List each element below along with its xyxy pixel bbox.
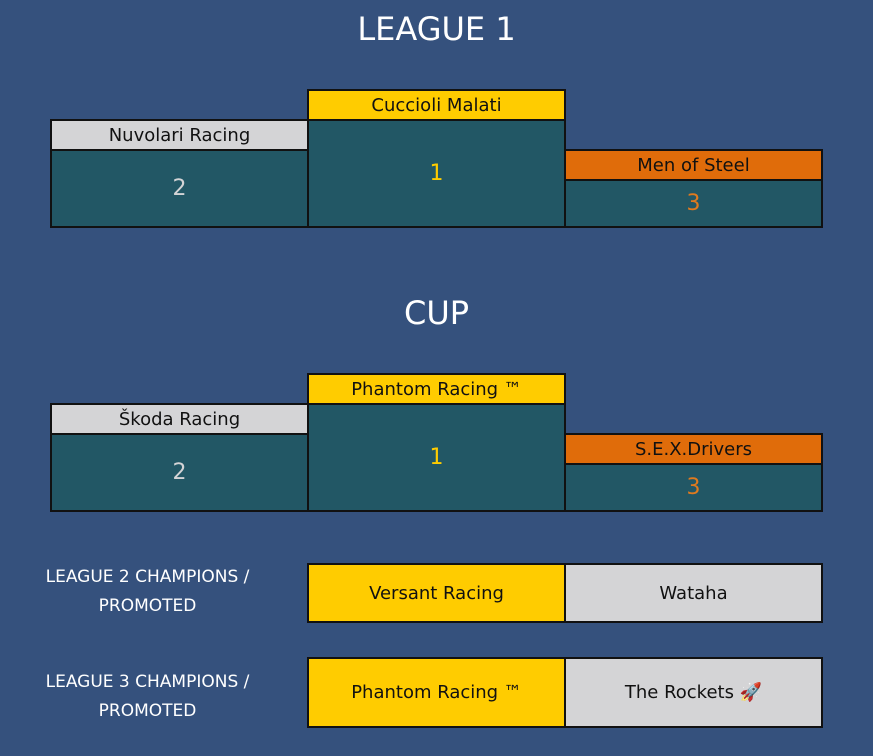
league2-label-line1: LEAGUE 2 CHAMPIONS / [45, 567, 250, 587]
league3-promoted: The Rockets 🚀 [564, 657, 823, 728]
cup-first-rank: 1 [307, 403, 566, 512]
league1-first-rank: 1 [307, 119, 566, 228]
league3-label: LEAGUE 3 CHAMPIONS / PROMOTED [20, 668, 275, 726]
cup-second-team: Škoda Racing [50, 403, 309, 435]
league2-champion: Versant Racing [307, 563, 566, 623]
cup-third-team: S.E.X.Drivers [564, 433, 823, 465]
league2-promoted: Wataha [564, 563, 823, 623]
league3-champion: Phantom Racing ™ [307, 657, 566, 728]
league1-third-rank: 3 [564, 179, 823, 228]
league2-label-line2: PROMOTED [98, 596, 197, 616]
league1-first-team: Cuccioli Malati [307, 89, 566, 121]
league1-title: LEAGUE 1 [357, 10, 516, 48]
league1-second-team: Nuvolari Racing [50, 119, 309, 151]
league3-label-line2: PROMOTED [98, 701, 197, 721]
cup-first-team: Phantom Racing ™ [307, 373, 566, 405]
league2-label: LEAGUE 2 CHAMPIONS / PROMOTED [20, 563, 275, 621]
league1-third-team: Men of Steel [564, 149, 823, 181]
league3-label-line1: LEAGUE 3 CHAMPIONS / [45, 672, 250, 692]
cup-title: CUP [403, 294, 470, 332]
cup-third-rank: 3 [564, 463, 823, 512]
cup-second-rank: 2 [50, 433, 309, 512]
league1-second-rank: 2 [50, 149, 309, 228]
